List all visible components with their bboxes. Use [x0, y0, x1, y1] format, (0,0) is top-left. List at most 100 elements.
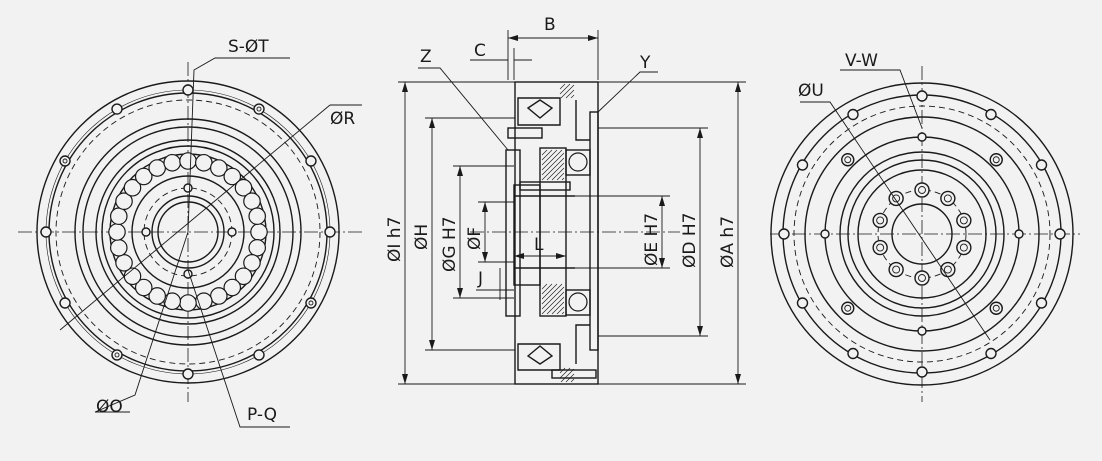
inner-bolt-hole-core	[943, 265, 952, 274]
section-hatching	[541, 83, 575, 383]
bearing-ball	[115, 192, 133, 210]
bearing-ball	[109, 207, 128, 226]
hatch-line	[541, 286, 565, 310]
bearing-ball	[248, 207, 267, 226]
mid-bolt-hole	[989, 153, 1003, 167]
bolt-hole	[40, 226, 52, 238]
inner-bolt-hole-core	[959, 243, 968, 252]
bolt-hole	[111, 349, 123, 361]
bearing-ball	[179, 152, 197, 170]
label-i-h7: ØI h7	[385, 217, 405, 262]
hatch-line	[546, 296, 565, 315]
outer-bolt-hole	[847, 108, 859, 121]
bearing-balls	[108, 152, 268, 312]
inner-bolt-hole-core	[918, 274, 926, 282]
mid-bolt-hole-inner	[992, 304, 1000, 312]
hatch-line	[561, 311, 565, 315]
bolt-hole	[324, 226, 336, 238]
outer-bolt-hole	[796, 159, 809, 171]
label-f: ØF	[465, 227, 485, 250]
hatch-line	[541, 149, 563, 171]
bearing-ball	[194, 153, 213, 172]
bearing-ball	[179, 294, 197, 312]
bearing-ball	[243, 192, 261, 210]
hatch-line	[541, 283, 553, 295]
bolt-hole	[59, 155, 71, 167]
label-c: C	[474, 41, 486, 61]
bearing-ball	[163, 292, 182, 311]
hatch-line	[565, 89, 575, 99]
bearing-ball	[123, 178, 142, 197]
outer-bolt-hole	[778, 228, 790, 240]
label-d-h7: ØD H7	[680, 213, 700, 268]
inner-bolt-hole-core	[892, 194, 901, 203]
outer-bolt-hole	[796, 297, 809, 309]
hatch-line	[541, 283, 548, 290]
label-y: Y	[639, 53, 651, 73]
label-b: B	[544, 15, 556, 35]
mid-bolt-hole-inner	[844, 156, 852, 164]
outer-bolt-hole	[985, 108, 997, 121]
bolt-hole	[182, 368, 194, 380]
hatch-line	[565, 373, 575, 383]
mid-bolt-hole	[841, 301, 855, 315]
hatch-line	[541, 149, 558, 166]
hatch-line	[541, 283, 558, 300]
inner-bolt-hole-core	[892, 265, 901, 274]
bearing-ball	[223, 278, 242, 297]
inner-bolt-hole-core	[943, 194, 952, 203]
hatch-line	[570, 94, 575, 99]
hatch-line	[556, 306, 565, 315]
hatch-line	[541, 291, 565, 315]
bearing-ball	[248, 238, 267, 257]
inner-bolt-hole-core	[876, 216, 885, 225]
hatch-line	[556, 172, 565, 181]
bearing-ball	[148, 159, 166, 177]
outer-bolt-hole	[1035, 297, 1048, 309]
inner-bolt-hole	[940, 190, 956, 207]
bearing-ball	[234, 178, 253, 197]
label-j: J	[477, 269, 483, 289]
label-l: L	[534, 235, 544, 255]
mid-bolt-hole	[841, 153, 855, 167]
bearing-ball	[148, 287, 166, 305]
back-view-right	[770, 66, 1080, 402]
bearing-ball	[163, 153, 182, 172]
label-r: ØR	[330, 109, 355, 129]
label-a-h7: ØA h7	[718, 216, 738, 268]
hatch-line	[541, 157, 565, 181]
inner-bolt-hole-core	[876, 243, 885, 252]
inner-bolt-hole	[914, 182, 930, 198]
inner-bolt-hole	[956, 239, 972, 256]
hatch-line	[561, 177, 565, 181]
label-h: ØH	[412, 224, 432, 250]
section-view-middle	[398, 30, 746, 385]
hatch-line	[559, 83, 571, 95]
label-p-q: P-Q	[247, 405, 277, 425]
hatch-line	[560, 84, 575, 99]
inner-bolt-hole-core	[959, 216, 968, 225]
hatch-line	[541, 149, 548, 156]
hatch-line	[541, 283, 563, 305]
inner-bolt-hole	[888, 261, 904, 278]
outer-bolt-hole	[916, 366, 928, 378]
inner-bolt-hole	[914, 270, 930, 286]
bearing-ball	[210, 159, 228, 177]
label-s-t: S-ØT	[228, 37, 269, 57]
bearing-ball	[109, 238, 128, 257]
label-u: ØU	[798, 81, 824, 101]
bearing-ball	[134, 278, 153, 297]
mid-bolt-hole-inner	[992, 156, 1000, 164]
bolt-hole	[305, 155, 317, 167]
outer-bolt-hole	[916, 90, 928, 102]
hatch-line	[559, 367, 566, 374]
bolt-hole	[111, 103, 123, 115]
mounting-holes-back	[778, 90, 1066, 378]
bolt-hole-inner	[308, 300, 314, 306]
bolt-hole	[253, 103, 265, 115]
inner-bolt-hole	[872, 239, 888, 256]
bolt-hole	[253, 349, 265, 361]
bolt-hole-inner	[256, 106, 262, 112]
front-view-left	[18, 57, 362, 428]
